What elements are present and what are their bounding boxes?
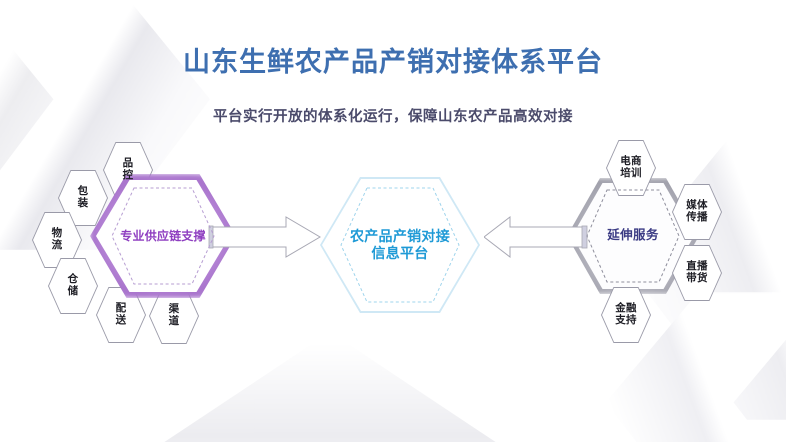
arrow-left-to-center [208, 216, 321, 258]
hex-live-commerce[interactable]: 直播 带货 [672, 245, 722, 301]
hex-fill [150, 289, 198, 343]
hex-label: 农产品产销对接 信息平台 [349, 227, 451, 261]
page-title: 山东生鲜农产品产销对接体系平台 [183, 47, 603, 77]
hex-label: 延伸服务 [607, 228, 659, 243]
hex-fill [49, 259, 97, 313]
hex-media-spread[interactable]: 媒体 传播 [672, 184, 722, 240]
chevron-decor-bottom [150, 332, 510, 442]
hex-finance-support[interactable]: 金融 支持 [601, 287, 651, 343]
hex-label: 渠 道 [168, 303, 180, 327]
hex-label: 媒体 传播 [686, 199, 708, 223]
hex-label: 包 装 [77, 185, 89, 209]
hex-label: 仓 储 [67, 273, 79, 297]
hex-fill [673, 246, 721, 300]
hex-ecommerce-training[interactable]: 电商 培训 [606, 140, 656, 196]
hex-fill [673, 185, 721, 239]
arrow-right-to-center [484, 215, 588, 259]
page-subtitle: 平台实行开放的体系化运行，保障山东农产品高效对接 [213, 109, 573, 125]
hex-label: 直播 带货 [686, 260, 708, 284]
hex-fill [607, 141, 655, 195]
hex-fill [602, 288, 650, 342]
hex-label: 电商 培训 [620, 155, 642, 179]
hex-platform-center[interactable]: 农产品产销对接 信息平台 [320, 177, 480, 313]
hex-label: 配 送 [115, 302, 127, 326]
hex-label: 品 控 [122, 157, 134, 181]
hex-label: 金融 支持 [615, 302, 637, 326]
hex-label: 专业供应链支撑 [120, 228, 206, 243]
hex-packaging[interactable]: 包 装 [58, 170, 108, 226]
hex-label: 物 流 [51, 227, 63, 251]
hex-storage[interactable]: 仓 储 [48, 258, 98, 314]
hex-logistics[interactable]: 物 流 [32, 212, 82, 268]
